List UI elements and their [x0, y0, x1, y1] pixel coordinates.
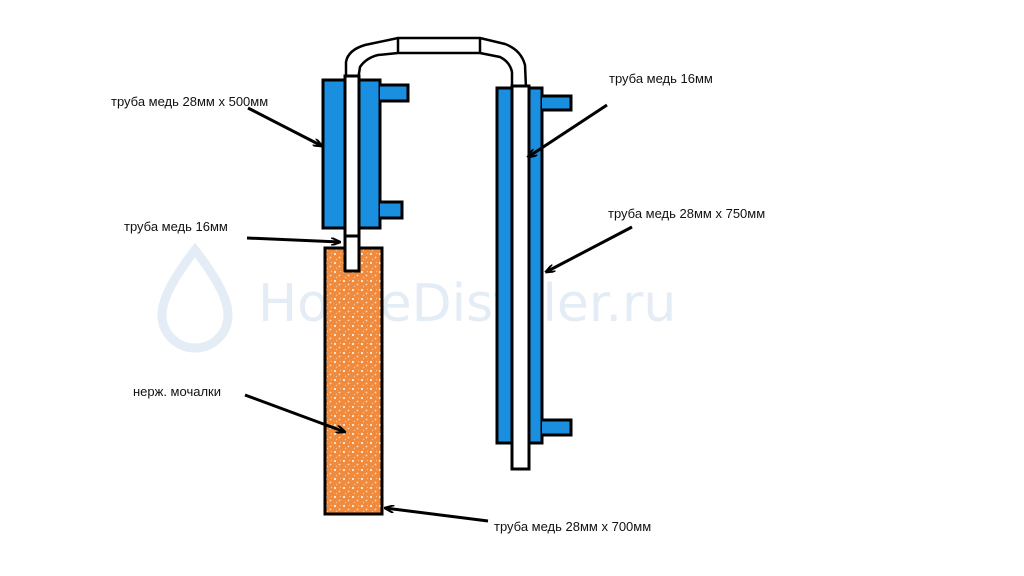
arrow-inner-tube-left [246, 236, 340, 242]
label-column: труба медь 28мм х 700мм [494, 519, 652, 534]
arrow-packing [244, 393, 345, 432]
watermark-text: HomeDistiller.ru [258, 274, 676, 334]
label-upper-jacket: труба медь 28мм х 500мм [111, 94, 269, 109]
label-packing: нерж. мочалки [133, 384, 221, 399]
arrow-column [385, 508, 489, 523]
condenser-top-port [542, 94, 573, 112]
condenser-bottom-port [542, 418, 573, 437]
column-inner-tube-end [343, 234, 361, 273]
annotation-arrows [244, 103, 633, 523]
condenser [495, 84, 573, 471]
packed-column-body [323, 246, 384, 516]
watermark: HomeDistiller.ru [157, 242, 676, 353]
upper-jacket [321, 74, 410, 273]
top-connection-tube [344, 36, 528, 89]
arrow-inner-tube-right [528, 103, 608, 157]
arrow-upper-jacket [247, 106, 322, 146]
upper-jacket-top-port [380, 83, 410, 103]
packed-column [323, 234, 384, 516]
label-inner-tube-left: труба медь 16мм [124, 219, 228, 234]
upper-jacket-bottom-port [380, 200, 404, 220]
condenser-inner-tube [510, 84, 531, 471]
label-condenser-jacket: труба медь 28мм х 750мм [608, 206, 766, 221]
arrow-condenser-jacket [546, 225, 633, 272]
watermark-drop-icon [157, 242, 233, 353]
label-inner-tube-right: труба медь 16мм [609, 71, 713, 86]
